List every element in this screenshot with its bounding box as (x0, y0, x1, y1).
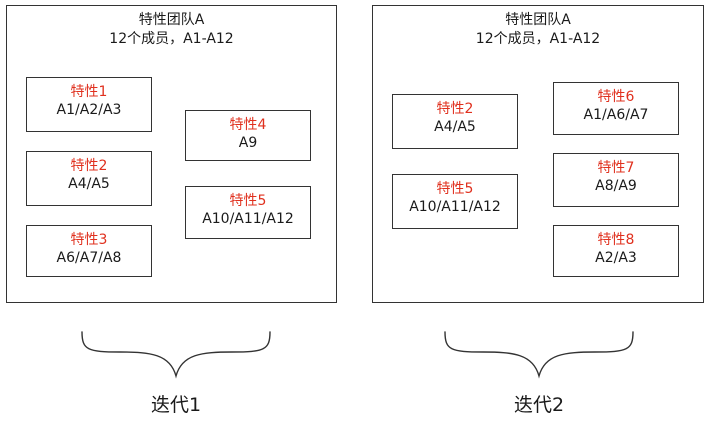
feature-box: 特性5 A10/A11/A12 (185, 186, 311, 239)
feature-box: 特性6 A1/A6/A7 (553, 82, 679, 135)
feature-members: A10/A11/A12 (202, 211, 294, 227)
feature-name: 特性3 (70, 232, 108, 248)
feature-name: 特性5 (229, 193, 267, 209)
team-title: 特性团队A (505, 12, 571, 28)
feature-members: A4/A5 (68, 176, 110, 192)
feature-name: 特性5 (436, 181, 474, 197)
feature-box: 特性7 A8/A9 (553, 153, 679, 207)
feature-box: 特性2 A4/A5 (392, 94, 518, 149)
curly-brace-icon (81, 331, 271, 379)
feature-box: 特性3 A6/A7/A8 (26, 225, 152, 277)
team-panel-iteration-1: 特性团队A 12个成员，A1-A12 特性1 A1/A2/A3 特性2 A4/A… (6, 5, 337, 303)
feature-members: A4/A5 (434, 119, 476, 135)
feature-name: 特性2 (436, 101, 474, 117)
feature-box: 特性8 A2/A3 (553, 225, 679, 277)
team-title: 特性团队A (138, 12, 205, 28)
feature-members: A10/A11/A12 (409, 199, 501, 215)
feature-box: 特性2 A4/A5 (26, 151, 152, 206)
feature-name: 特性1 (70, 84, 108, 100)
feature-members: A1/A2/A3 (56, 102, 122, 118)
feature-box: 特性4 A9 (185, 110, 311, 161)
feature-members: A2/A3 (595, 250, 637, 266)
feature-members: A9 (238, 135, 258, 151)
feature-name: 特性4 (229, 117, 267, 133)
feature-name: 特性8 (597, 232, 635, 248)
feature-members: A8/A9 (595, 178, 637, 194)
feature-members: A6/A7/A8 (56, 250, 122, 266)
feature-box: 特性5 A10/A11/A12 (392, 174, 518, 229)
team-subtitle: 12个成员，A1-A12 (475, 31, 601, 47)
feature-members: A1/A6/A7 (583, 107, 649, 123)
iteration-label-1: 迭代1 (150, 394, 202, 416)
iteration-label-2: 迭代2 (513, 394, 565, 416)
feature-name: 特性2 (70, 158, 108, 174)
feature-name: 特性7 (597, 160, 635, 176)
feature-name: 特性6 (597, 89, 635, 105)
feature-box: 特性1 A1/A2/A3 (26, 77, 152, 132)
curly-brace-icon (444, 331, 634, 379)
team-panel-iteration-2: 特性团队A 12个成员，A1-A12 特性2 A4/A5 特性5 A10/A11… (372, 5, 704, 303)
team-subtitle: 12个成员，A1-A12 (109, 31, 234, 47)
